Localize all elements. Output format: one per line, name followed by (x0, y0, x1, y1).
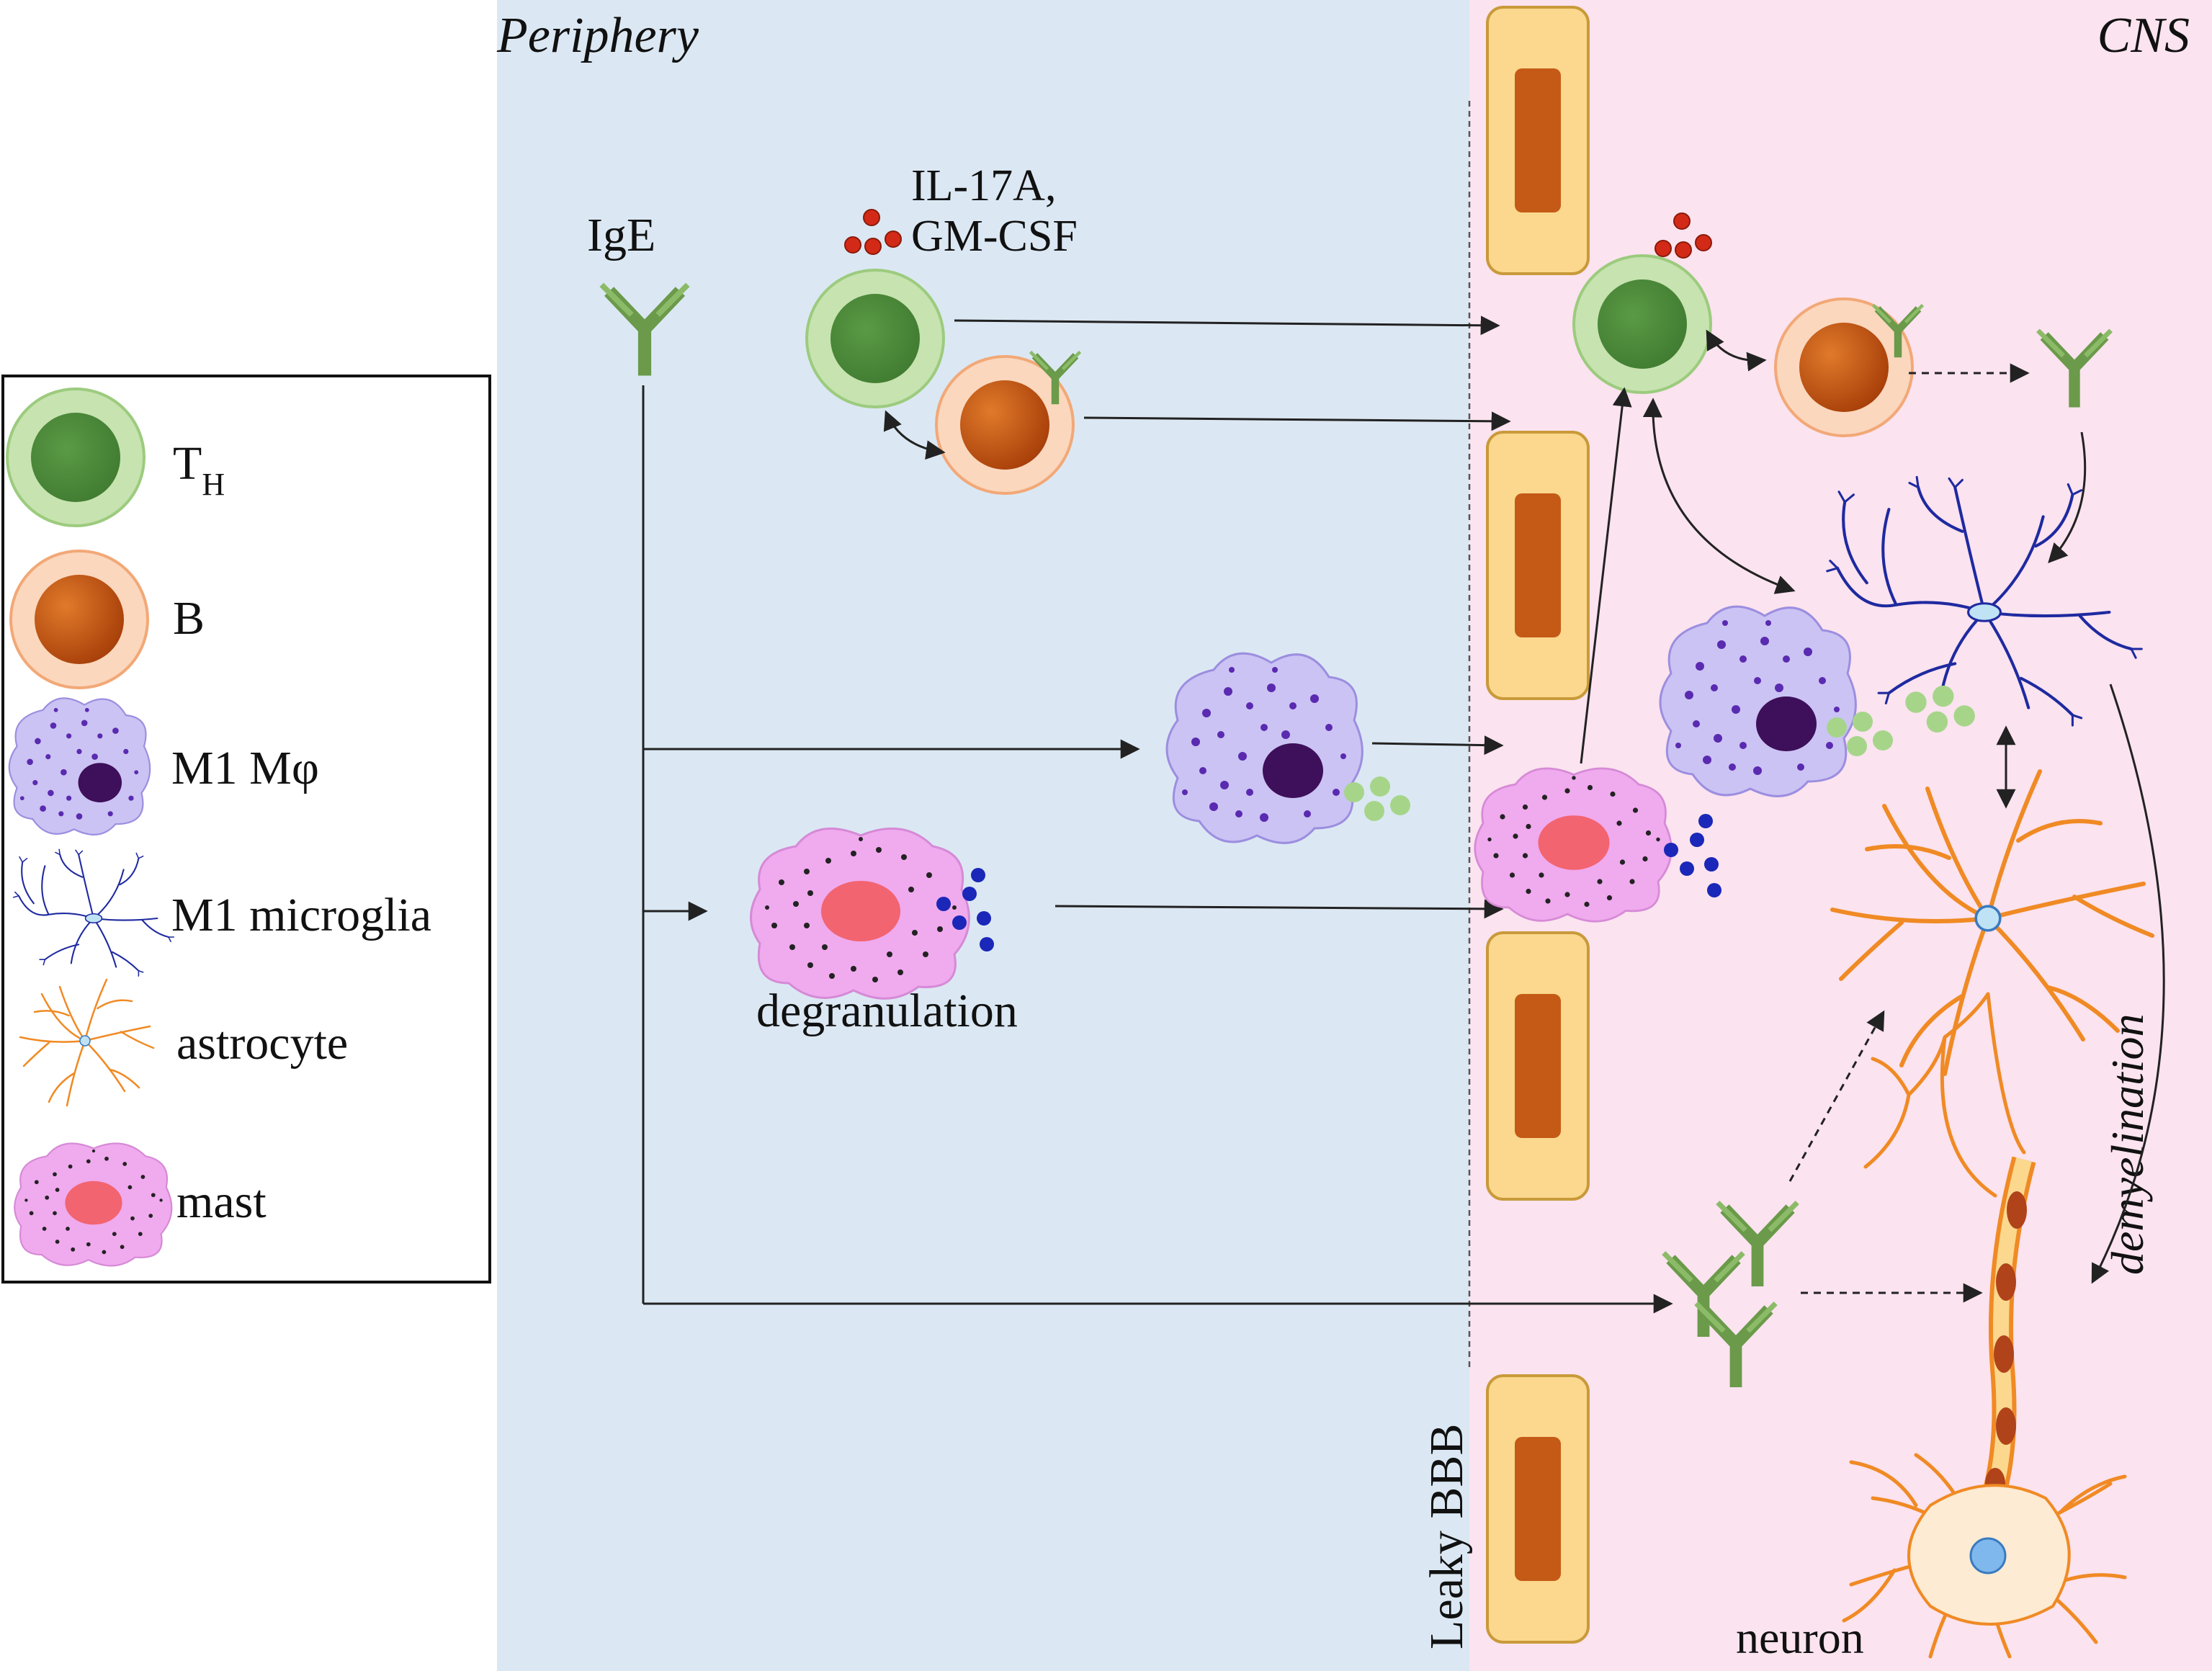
endothelial-cell-1 (1486, 6, 1590, 275)
th-cell-icon (6, 387, 145, 527)
legend-astrocyte-label: astrocyte (176, 1017, 348, 1070)
neuron-icon (1842, 992, 2127, 1659)
ige-label: IgE (587, 209, 655, 261)
neuron-label: neuron (1736, 1612, 1864, 1663)
leaky-bbb-label: Leaky BBB (1420, 1424, 1473, 1649)
legend-mast-label: mast (176, 1175, 267, 1228)
periphery-title: Periphery (496, 8, 699, 63)
cns-macrophage (1659, 605, 1857, 797)
mast-cell-icon (14, 1142, 173, 1267)
cytokine-label: IL-17A, GM-CSF (911, 161, 1078, 261)
degranulation-label: degranulation (756, 985, 1018, 1037)
legend-b-label: B (173, 592, 205, 645)
cns-th-cell (1572, 254, 1712, 394)
legend: TH B M1 Mφ M1 microglia astrocyte mast (1, 375, 491, 1284)
legend-microglia-label: M1 microglia (171, 889, 431, 941)
endothelial-cell-2 (1486, 431, 1590, 700)
periphery-macrophage (1165, 652, 1364, 844)
cns-arrows (1580, 329, 2165, 1303)
periphery-arrows (642, 315, 1673, 1314)
cns-title: CNS (2097, 8, 2190, 63)
cns-mast-cell (1474, 767, 1673, 923)
periphery-mast-cell (750, 827, 970, 1000)
periphery-th-cell (805, 269, 945, 408)
legend-th-label: TH (173, 437, 225, 502)
endothelial-cell-4 (1486, 1374, 1590, 1644)
macrophage-icon (8, 697, 151, 836)
b-cell-icon (9, 550, 149, 689)
endothelial-cell-3 (1486, 931, 1590, 1201)
legend-macrophage-label: M1 Mφ (171, 742, 319, 794)
